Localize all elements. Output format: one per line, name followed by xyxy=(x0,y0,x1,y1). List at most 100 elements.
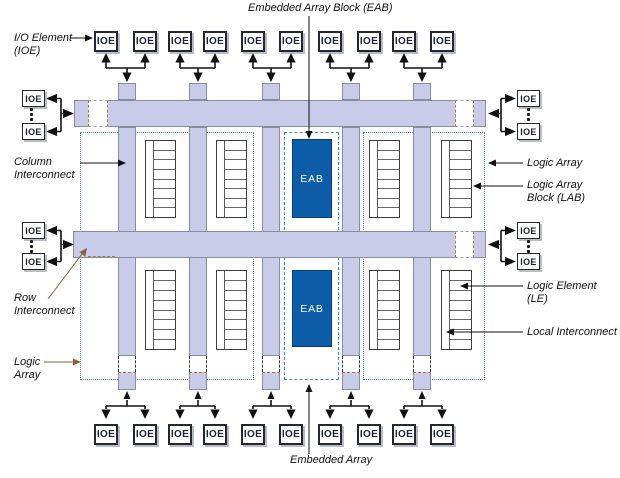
logic-element-cell xyxy=(225,281,246,291)
logic-element-cell xyxy=(225,291,246,301)
logic-element-cell xyxy=(450,320,471,331)
logic-element-cell xyxy=(450,330,471,341)
logic-element-stack xyxy=(378,271,399,349)
logic-element-cell xyxy=(154,271,175,281)
column-interconnect-stub-top xyxy=(118,83,136,100)
logic-element-cell xyxy=(225,170,246,180)
label-logic-array-right: Logic Array xyxy=(527,157,583,169)
label-logic-element: Logic Element (LE) xyxy=(527,280,597,305)
ellipsis-dot xyxy=(30,240,33,243)
logic-element-stack xyxy=(450,271,471,349)
column-edge-dashed-gap xyxy=(413,356,431,372)
column-interconnect-stub-bottom xyxy=(262,372,280,390)
ioe-box: IOE xyxy=(22,253,45,270)
logic-element-cell xyxy=(450,170,471,180)
ioe-box: IOE xyxy=(279,31,303,52)
label-logic-array-left: Logic Array xyxy=(14,356,41,381)
logic-element-cell xyxy=(378,160,399,170)
logic-element-cell xyxy=(378,151,399,161)
logic-element-cell xyxy=(154,311,175,321)
logic-element-stack xyxy=(225,271,246,349)
ioe-box: IOE xyxy=(318,424,342,445)
column-interconnect-stub-bottom xyxy=(118,372,136,390)
logic-element-cell xyxy=(450,281,471,291)
logic-element-cell xyxy=(378,189,399,199)
column-interconnect-stub-bottom xyxy=(189,372,207,390)
row-band-gap xyxy=(88,100,108,127)
ellipsis-dot xyxy=(527,240,530,243)
logic-element-cell xyxy=(225,330,246,341)
logic-element-cell xyxy=(378,311,399,321)
ioe-box: IOE xyxy=(22,222,45,239)
logic-element-cell xyxy=(450,189,471,199)
column-interconnect-stub-top xyxy=(262,83,280,100)
local-interconnect-strip xyxy=(217,141,225,217)
logic-element-cell xyxy=(450,180,471,190)
logic-element-cell xyxy=(225,189,246,199)
logic-element-cell xyxy=(450,301,471,311)
logic-element-cell xyxy=(450,141,471,151)
row-interconnect-band-bottom xyxy=(73,231,486,258)
ioe-box: IOE xyxy=(279,424,303,445)
local-interconnect-strip xyxy=(442,141,450,217)
column-interconnect-stub-bottom xyxy=(342,372,360,390)
lab-block xyxy=(216,270,247,350)
ioe-box: IOE xyxy=(22,123,45,140)
ellipsis-dot xyxy=(30,108,33,111)
column-interconnect-stub-bottom xyxy=(413,372,431,390)
ioe-box: IOE xyxy=(517,222,540,239)
logic-element-cell xyxy=(225,271,246,281)
ioe-box: IOE xyxy=(94,424,118,445)
logic-element-cell xyxy=(378,199,399,209)
logic-element-cell xyxy=(225,301,246,311)
lab-block xyxy=(216,140,247,218)
local-interconnect-strip xyxy=(217,271,225,349)
ellipsis-dot xyxy=(527,118,530,121)
ioe-box: IOE xyxy=(241,31,265,52)
logic-element-cell xyxy=(154,151,175,161)
logic-element-cell xyxy=(154,281,175,291)
logic-element-stack xyxy=(154,271,175,349)
column-edge-dashed-gap xyxy=(118,356,136,372)
ellipsis-dot xyxy=(527,113,530,116)
logic-element-cell xyxy=(154,199,175,209)
lab-block xyxy=(145,270,176,350)
column-edge-dashed-gap xyxy=(189,356,207,372)
logic-element-cell xyxy=(154,170,175,180)
ioe-box: IOE xyxy=(168,424,192,445)
logic-element-stack xyxy=(225,141,246,217)
ioe-box: IOE xyxy=(517,253,540,270)
logic-element-cell xyxy=(378,301,399,311)
ioe-box: IOE xyxy=(203,424,227,445)
logic-element-cell xyxy=(225,180,246,190)
ellipsis-dot xyxy=(30,118,33,121)
logic-element-stack xyxy=(378,141,399,217)
lab-block xyxy=(369,140,400,218)
logic-element-cell xyxy=(450,199,471,209)
eab-block: EAB xyxy=(292,270,332,347)
logic-element-cell xyxy=(378,180,399,190)
logic-element-cell xyxy=(378,170,399,180)
ioe-box: IOE xyxy=(133,424,157,445)
ioe-box: IOE xyxy=(430,31,454,52)
local-interconnect-strip xyxy=(146,141,154,217)
ioe-box: IOE xyxy=(357,31,381,52)
column-edge-dashed-gap xyxy=(342,356,360,372)
local-interconnect-strip xyxy=(146,271,154,349)
label-embedded-array-block: Embedded Array Block (EAB) xyxy=(248,2,393,14)
column-edge-dashed-gap xyxy=(262,356,280,372)
ellipsis-dot xyxy=(527,245,530,248)
logic-element-cell xyxy=(154,291,175,301)
logic-element-cell xyxy=(225,311,246,321)
ioe-box: IOE xyxy=(94,31,118,52)
logic-element-cell xyxy=(450,151,471,161)
logic-element-cell xyxy=(378,281,399,291)
label-embedded-array: Embedded Array xyxy=(290,454,373,466)
column-interconnect-stub-top xyxy=(413,83,431,100)
label-io-element: I/O Element (IOE) xyxy=(14,32,73,57)
logic-element-cell xyxy=(225,320,246,331)
lab-block xyxy=(145,140,176,218)
logic-element-cell xyxy=(154,301,175,311)
label-logic-array-block: Logic Array Block (LAB) xyxy=(527,179,586,204)
